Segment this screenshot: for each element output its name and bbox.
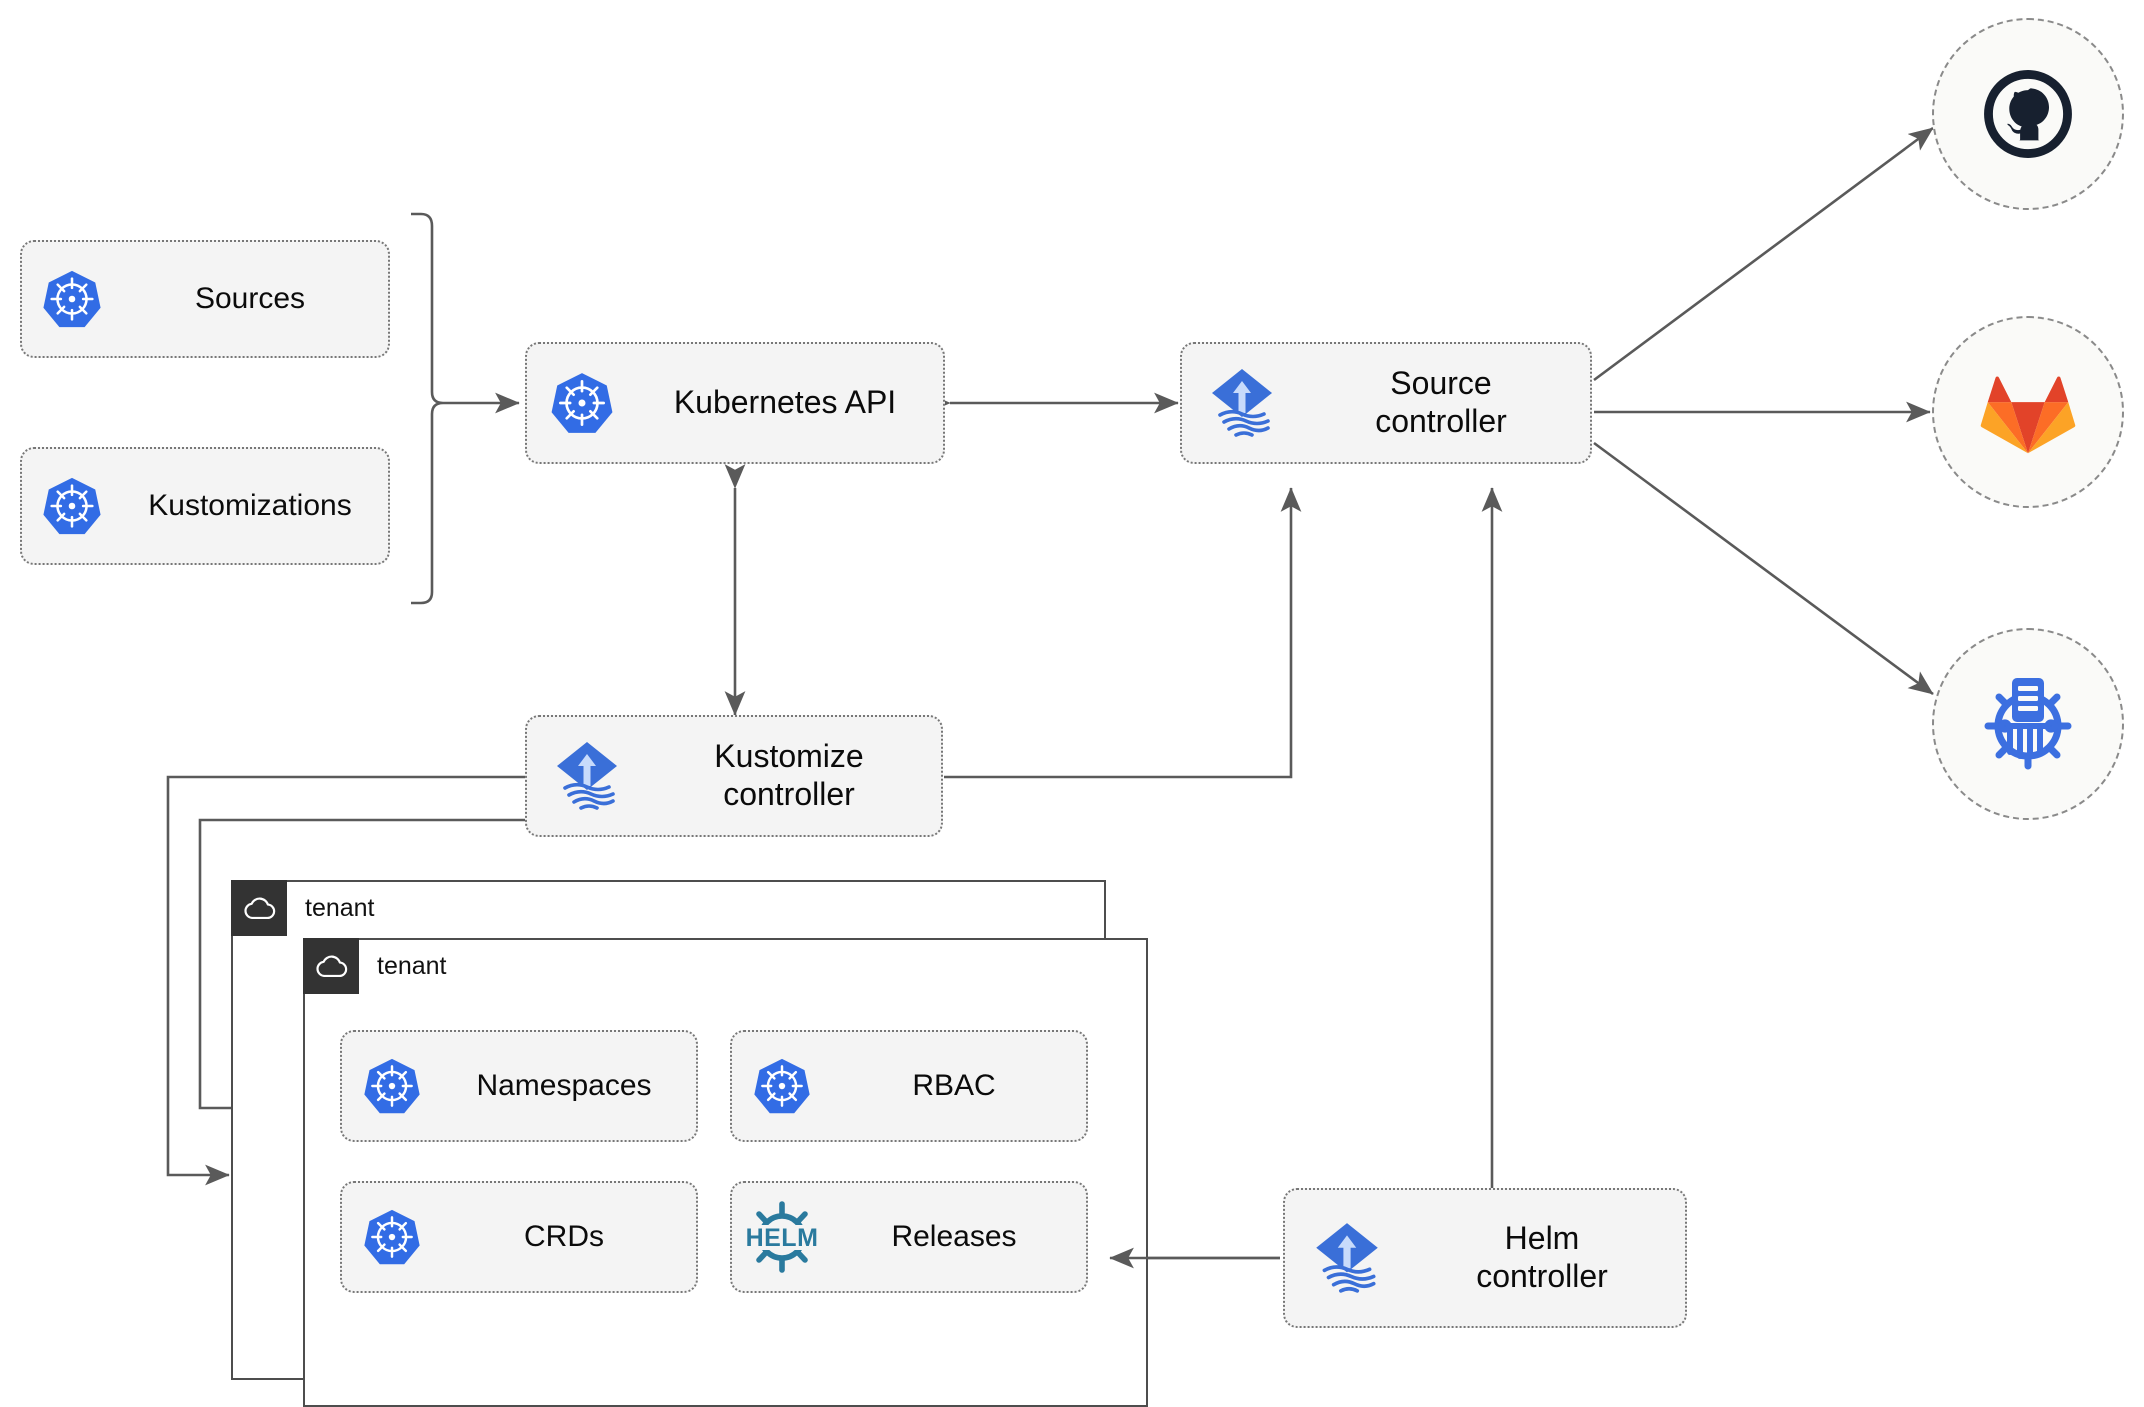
endpoint-helm-repository[interactable] bbox=[1932, 628, 2124, 820]
kubernetes-icon bbox=[527, 370, 637, 436]
gitlab-icon bbox=[1980, 376, 2076, 454]
kubernetes-icon bbox=[342, 1056, 442, 1116]
node-label: Kustomize controller bbox=[714, 738, 864, 812]
node-label: Helm controller bbox=[1476, 1220, 1608, 1294]
node-sources[interactable]: Sources bbox=[20, 240, 390, 358]
node-label: CRDs bbox=[524, 1220, 604, 1254]
tenant-header: tenant bbox=[303, 938, 447, 994]
cloud-icon bbox=[231, 880, 287, 936]
node-helm-controller[interactable]: Helm controller bbox=[1283, 1188, 1687, 1328]
node-kubernetes-api[interactable]: Kubernetes API bbox=[525, 342, 945, 464]
node-label: Kubernetes API bbox=[673, 384, 897, 421]
node-source-controller[interactable]: Source controller bbox=[1180, 342, 1592, 464]
tenant-header: tenant bbox=[231, 880, 375, 936]
flux-icon bbox=[1285, 1219, 1409, 1297]
node-label: Releases bbox=[891, 1220, 1017, 1254]
endpoint-gitlab[interactable] bbox=[1932, 316, 2124, 508]
kubernetes-icon bbox=[732, 1056, 832, 1116]
node-label: Namespaces bbox=[476, 1069, 652, 1103]
endpoint-github[interactable] bbox=[1932, 18, 2124, 210]
node-label: Kustomizations bbox=[148, 489, 352, 523]
tenant-name: tenant bbox=[377, 951, 447, 980]
flux-icon bbox=[527, 738, 647, 814]
svg-text:HELM: HELM bbox=[746, 1224, 819, 1252]
edge-group-brace bbox=[411, 212, 444, 605]
tenant-container-inner[interactable]: tenant bbox=[303, 938, 1148, 1407]
flux-icon bbox=[1182, 365, 1302, 441]
node-label: Source controller bbox=[1375, 365, 1507, 439]
edge-source-to-helm-repository bbox=[1593, 441, 1934, 696]
helm-repository-icon bbox=[1984, 678, 2072, 770]
node-crds[interactable]: CRDs bbox=[340, 1181, 698, 1293]
github-icon bbox=[1984, 70, 2072, 158]
kubernetes-icon bbox=[22, 475, 122, 537]
edge-kustomize-to-source bbox=[944, 487, 1302, 779]
edge-source-to-github bbox=[1593, 126, 1934, 382]
cloud-icon bbox=[303, 938, 359, 994]
node-label: RBAC bbox=[912, 1069, 996, 1103]
node-rbac[interactable]: RBAC bbox=[730, 1030, 1088, 1142]
node-label: Sources bbox=[194, 282, 306, 316]
kubernetes-icon bbox=[22, 268, 122, 330]
tenant-name: tenant bbox=[305, 893, 375, 922]
node-namespaces[interactable]: Namespaces bbox=[340, 1030, 698, 1142]
node-kustomize-controller[interactable]: Kustomize controller bbox=[525, 715, 943, 837]
helm-icon: HELM bbox=[732, 1200, 832, 1274]
kubernetes-icon bbox=[342, 1207, 442, 1267]
node-kustomizations[interactable]: Kustomizations bbox=[20, 447, 390, 565]
node-releases[interactable]: HELM Releases bbox=[730, 1181, 1088, 1293]
